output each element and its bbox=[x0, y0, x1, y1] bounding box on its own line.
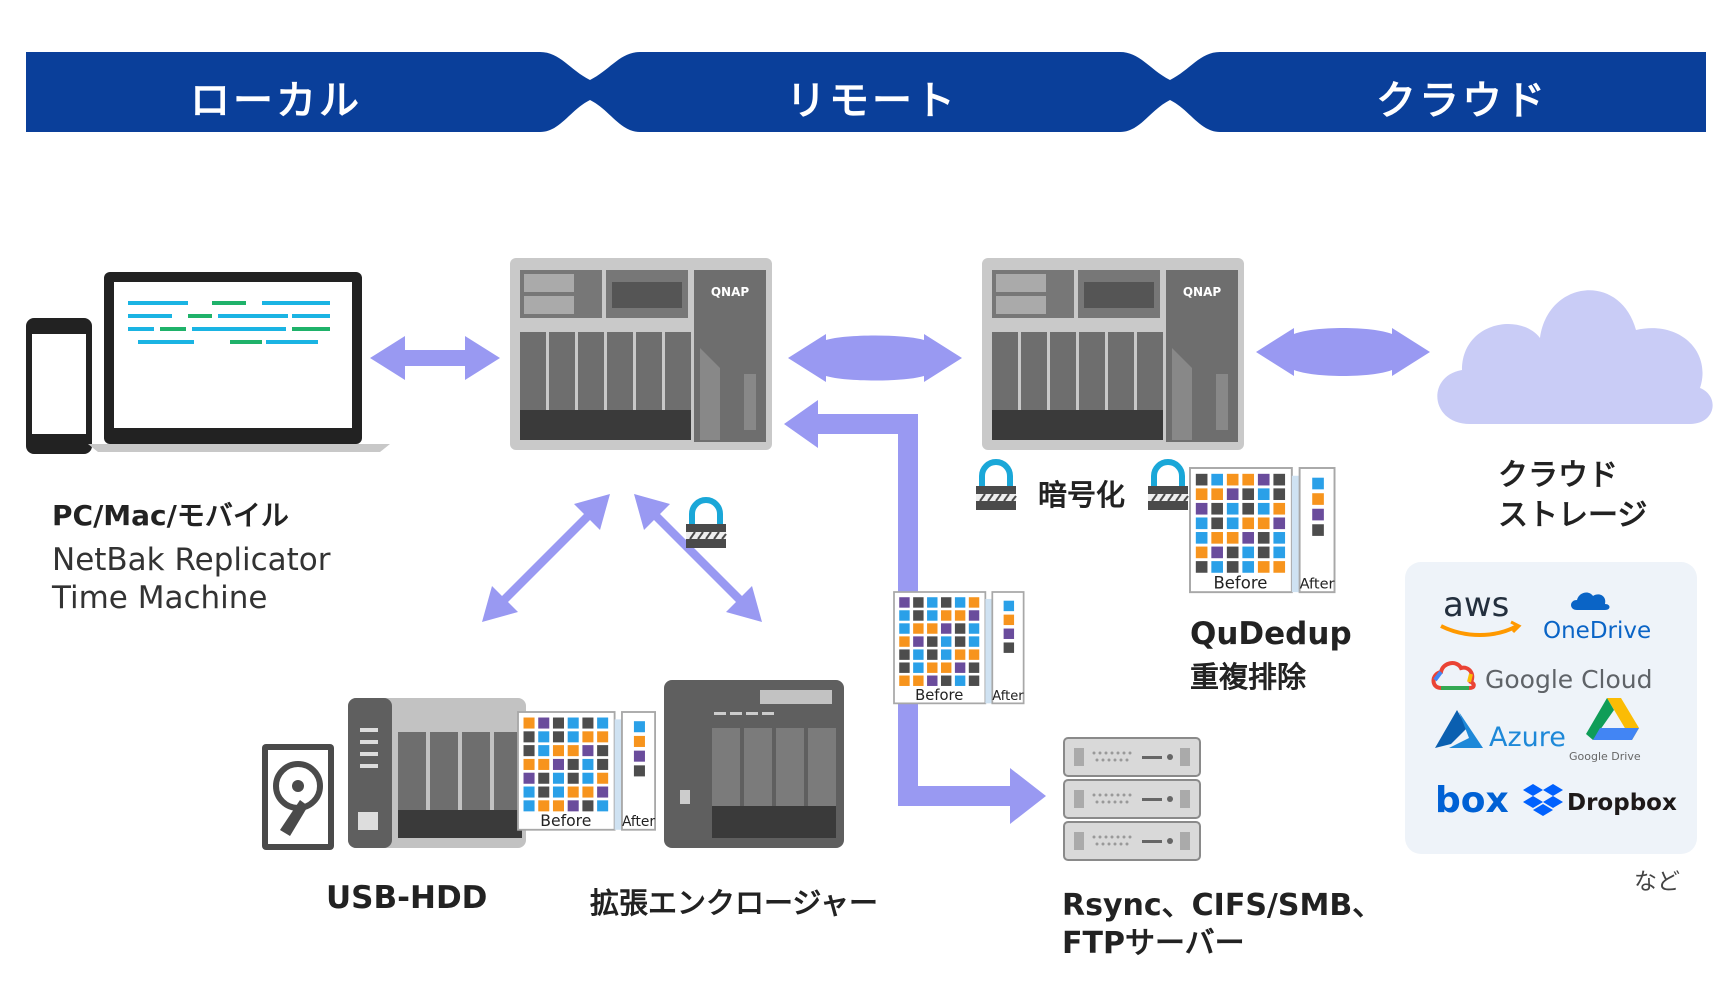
server-label-line2: FTPサーバー bbox=[1062, 926, 1245, 961]
banner-label-local: ローカル bbox=[190, 78, 362, 124]
dedup-before-after-graphic: Before After bbox=[517, 711, 657, 831]
lock-icon bbox=[686, 500, 726, 548]
nas-local: QNAP bbox=[510, 258, 772, 450]
cloud-storage-label-line2: ストレージ bbox=[1498, 498, 1648, 533]
provider-google-drive: Google Drive bbox=[1569, 750, 1641, 763]
provider-aws: aws bbox=[1443, 585, 1509, 625]
etc-label: など bbox=[1634, 869, 1680, 895]
dedup-after-label: After bbox=[1300, 575, 1335, 592]
double-arrow-cloud bbox=[1256, 328, 1430, 376]
usb-hdd-label: USB-HDD bbox=[326, 880, 488, 916]
dedup-after-label: After bbox=[992, 689, 1024, 704]
diagonal-arrow-expansion bbox=[634, 494, 762, 622]
file-server-rack bbox=[1063, 737, 1201, 861]
dedup-label-line1: QuDedup bbox=[1190, 616, 1352, 652]
cloud-providers-panel: aws OneDrive Google Cloud Azure bbox=[1405, 562, 1697, 854]
banner-label-remote: リモート bbox=[786, 78, 958, 124]
cloud-icon bbox=[1437, 290, 1713, 424]
aws-smile-icon: aws bbox=[1440, 585, 1522, 637]
laptop-icon bbox=[88, 272, 390, 452]
double-arrow-local bbox=[370, 336, 500, 380]
provider-dropbox: Dropbox bbox=[1567, 790, 1677, 816]
pc-app-netbak: NetBak Replicator bbox=[52, 542, 331, 578]
encryption-label: 暗号化 bbox=[1038, 478, 1126, 512]
provider-onedrive: OneDrive bbox=[1543, 618, 1651, 644]
nas-remote: QNAP bbox=[982, 258, 1244, 450]
dedup-before-label: Before bbox=[1213, 573, 1267, 592]
hard-disk-icon bbox=[262, 744, 334, 850]
google-cloud-icon: Google Cloud bbox=[1431, 661, 1653, 694]
dedup-before-after-graphic: Before After bbox=[1189, 467, 1336, 594]
expansion-label: 拡張エンクロージャー bbox=[590, 886, 878, 920]
pc-title: PC/Mac/モバイル bbox=[52, 499, 289, 532]
dedup-label-line2: 重複排除 bbox=[1190, 660, 1307, 694]
smartphone-icon bbox=[26, 318, 92, 454]
dedup-before-label: Before bbox=[915, 687, 963, 704]
lock-icon bbox=[976, 462, 1016, 510]
azure-icon: Azure bbox=[1435, 710, 1566, 753]
lock-icon bbox=[1148, 462, 1188, 510]
google-drive-icon: Google Drive bbox=[1569, 698, 1641, 763]
provider-box: box bbox=[1435, 780, 1509, 821]
banner-label-cloud: クラウド bbox=[1376, 78, 1548, 124]
box-icon: box bbox=[1435, 780, 1509, 821]
server-label-line1: Rsync、CIFS/SMB、 bbox=[1062, 888, 1383, 923]
expansion-enclosure-device bbox=[664, 680, 844, 848]
cloud-storage-label-line1: クラウド bbox=[1498, 458, 1618, 493]
dedup-before-label: Before bbox=[540, 811, 591, 830]
provider-azure: Azure bbox=[1489, 722, 1566, 753]
nas-brand-label: QNAP bbox=[711, 285, 750, 299]
dropbox-icon: Dropbox bbox=[1523, 784, 1677, 816]
dedup-before-after-graphic: Before After bbox=[893, 591, 1025, 705]
usb-hdd-device bbox=[348, 698, 526, 848]
diagonal-arrow-usb bbox=[482, 494, 610, 622]
onedrive-cloud-icon: OneDrive bbox=[1543, 592, 1651, 644]
banner-ribbon bbox=[26, 52, 1706, 132]
nas-brand-label: QNAP bbox=[1183, 285, 1222, 299]
provider-google-cloud: Google Cloud bbox=[1485, 665, 1653, 694]
pc-app-time-machine: Time Machine bbox=[52, 580, 268, 616]
double-arrow-remote bbox=[788, 334, 962, 382]
dedup-after-label: After bbox=[622, 814, 655, 830]
